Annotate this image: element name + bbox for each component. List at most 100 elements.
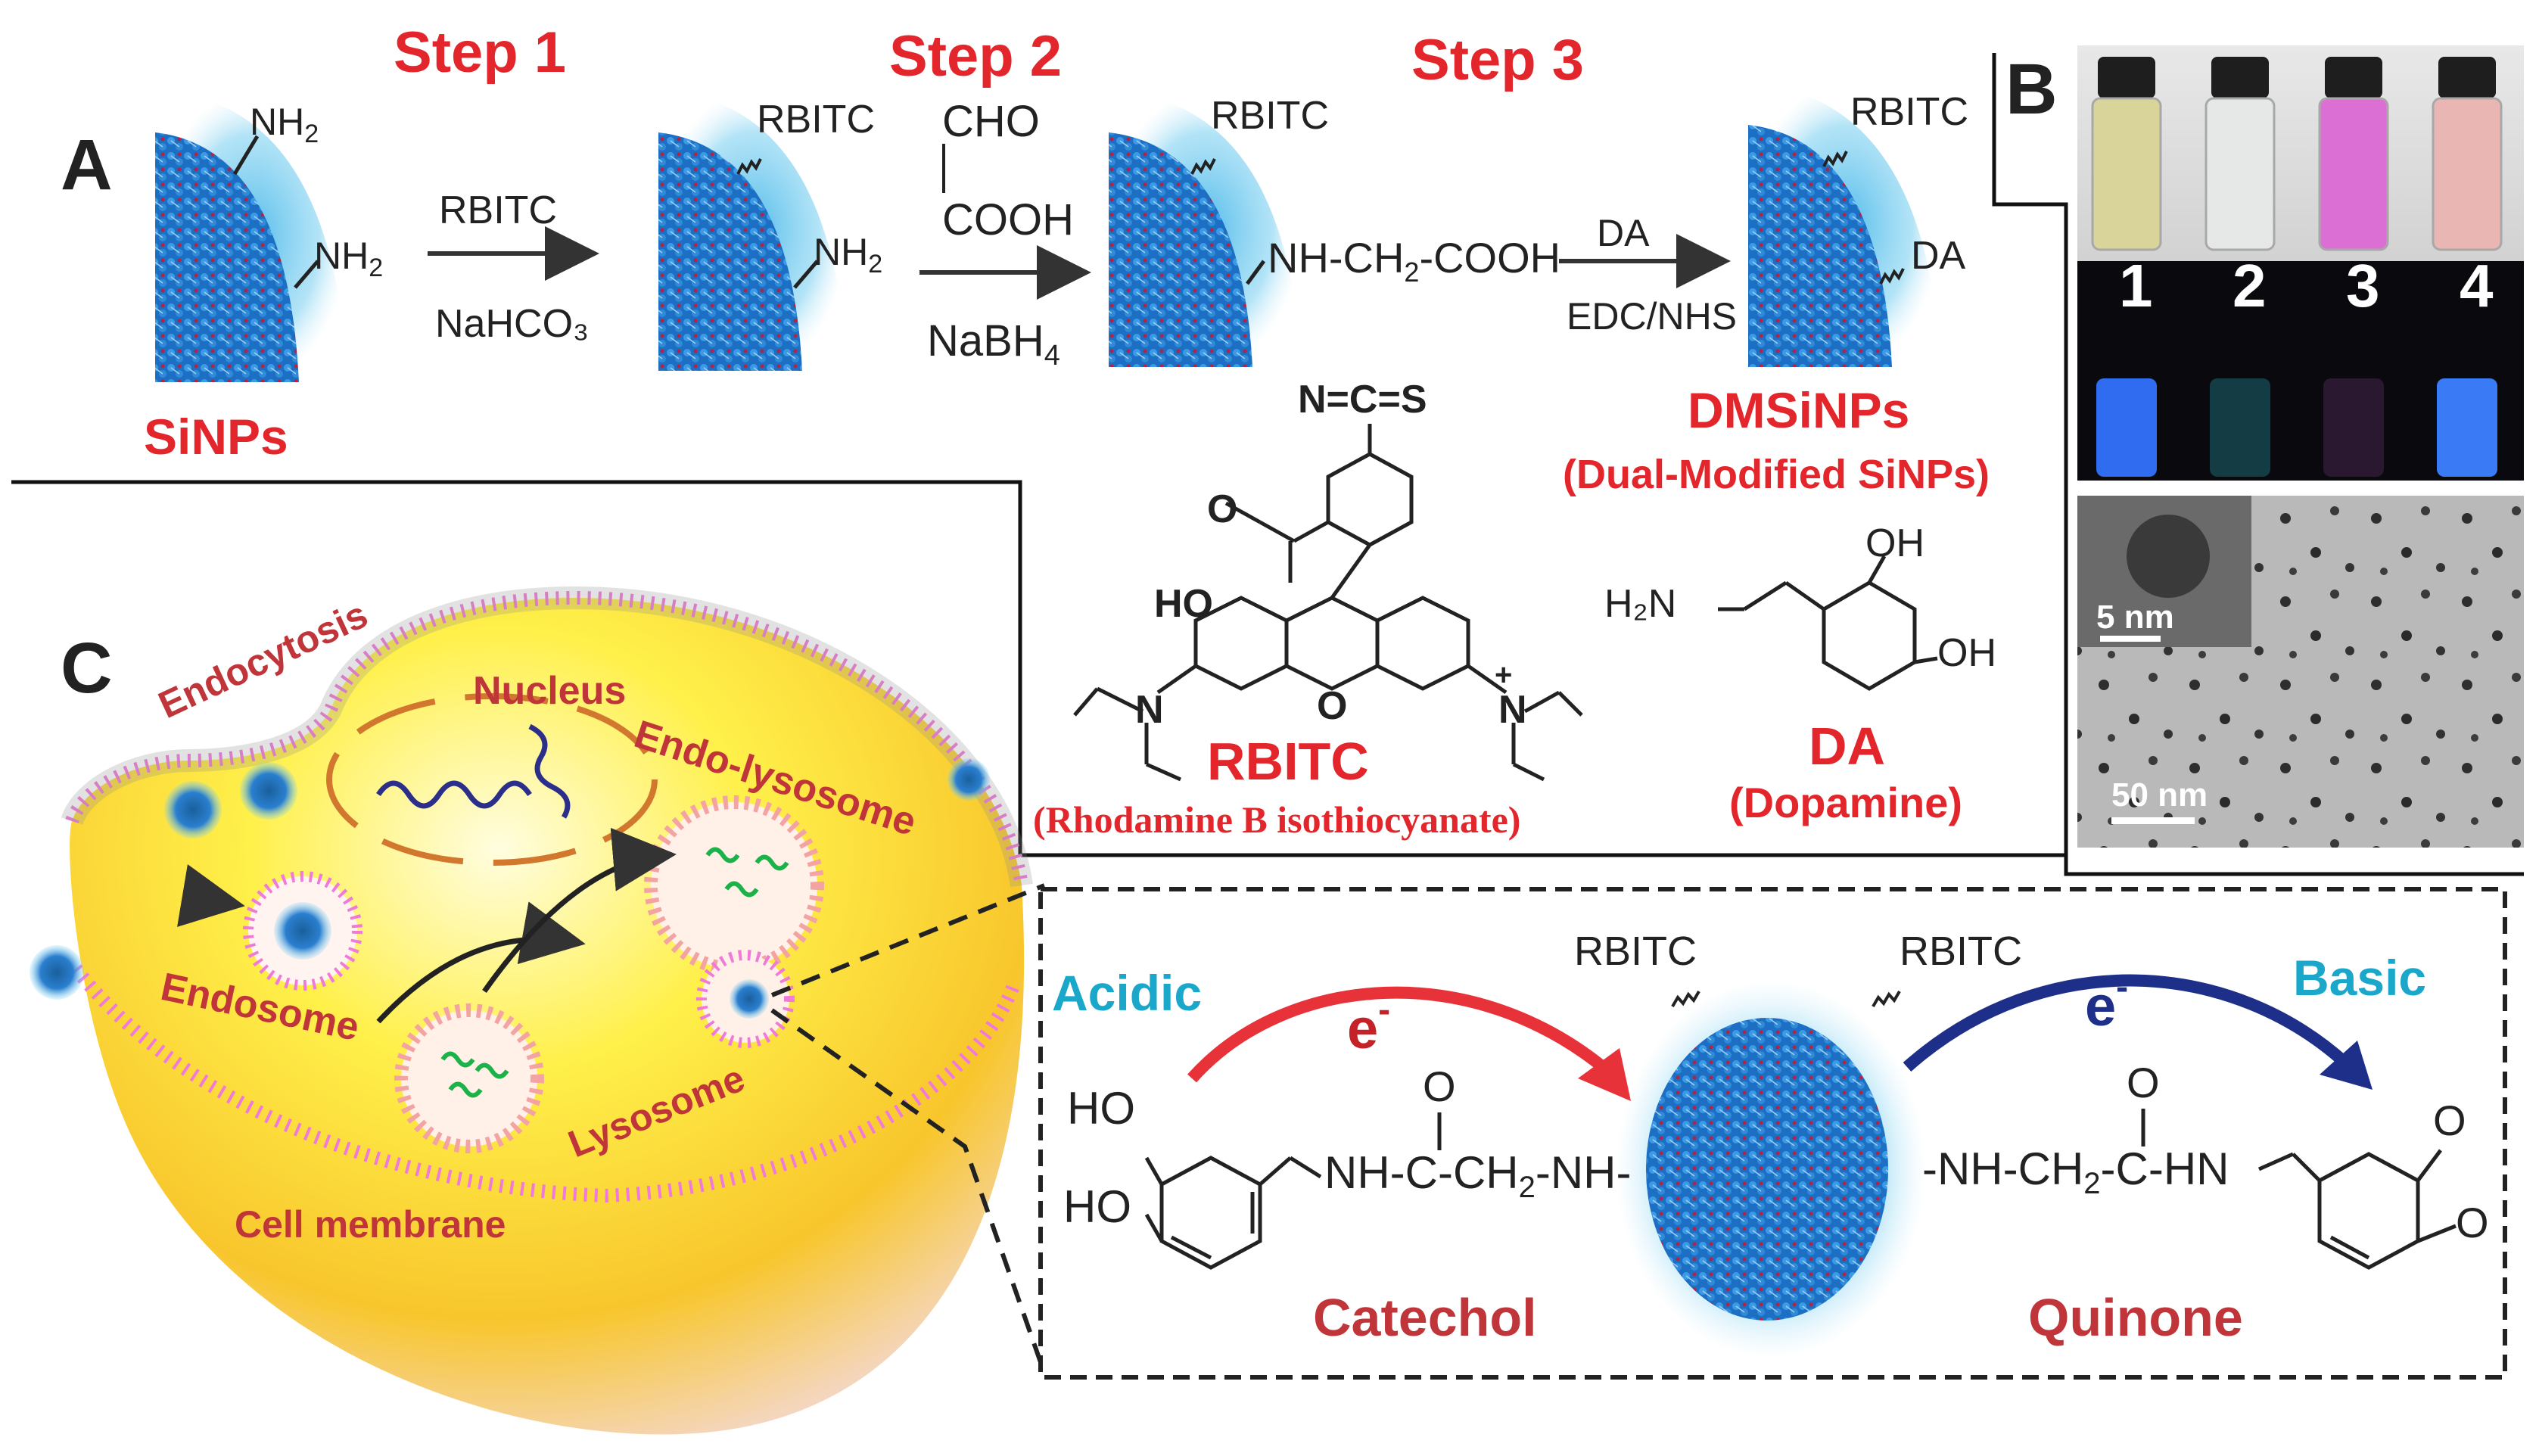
endo-lysosome-enzymes: [705, 847, 789, 898]
n-right-label: N: [1498, 688, 1527, 732]
panel-a: A Step 1 Step 2 Step 3 NH2 NH2 SiNPs RBI…: [61, 20, 1996, 841]
lysosome-to-endolysosome-arrow: [482, 828, 677, 994]
membrane-lipid-tails: [61, 586, 1033, 888]
vial-daylight-1: [2091, 97, 2162, 251]
right-linker: -NH-CH2-C-HN: [1922, 1143, 2229, 1200]
membrane-lower: [70, 964, 1021, 1203]
step-3-reagent-bottom: EDC/NHS: [1567, 295, 1737, 338]
step-2-reagent-cho: CHO: [942, 97, 1040, 146]
quinone-o-1: O: [2433, 1097, 2466, 1144]
electron-arrow-right: [1903, 974, 2354, 1072]
nanoparticle-1: [155, 91, 348, 382]
vial-uv-2: [2210, 378, 2270, 477]
vial-cap-1: [2098, 57, 2155, 98]
cell-membrane-label: Cell membrane: [235, 1203, 506, 1246]
nanoparticle-4: [1748, 83, 1941, 367]
catechol-structure: [1144, 1156, 1322, 1270]
quinone-label: Quinone: [2028, 1288, 2243, 1347]
electron-label-left: e-: [1347, 990, 1390, 1060]
nh2-label-1: NH2: [250, 101, 319, 148]
dopamine-structure: [1718, 555, 1938, 691]
rbitc-label-2: RBITC: [1211, 94, 1329, 138]
panel-a-letter: A: [61, 125, 113, 205]
h2n-label: H₂N: [1604, 582, 1676, 626]
zoom-line-top: [770, 883, 1046, 997]
endocytosis-arrow: [177, 864, 245, 927]
vials-daylight: [2091, 57, 2503, 251]
rbitc-structure-fullname: (Rhodamine B isothiocyanate): [1033, 798, 1520, 841]
step-1-reagent-bottom: NaHCO₃: [435, 302, 589, 346]
step-2-reagent-cooh: COOH: [942, 195, 1074, 244]
panel-b-letter: B: [2005, 49, 2058, 129]
n-plus-charge: +: [1495, 658, 1512, 692]
panel-c: C Endocytosis Nucleus End: [30, 586, 1046, 1435]
vial-uv-4: [2437, 378, 2497, 477]
endocytosis-particle-1: [164, 781, 222, 838]
fusion-particle: [730, 979, 769, 1019]
electron-arrow-left-head: [1578, 1048, 1631, 1101]
catechol-ho-2: HO: [1063, 1181, 1131, 1232]
rbitc-linker-left: [1671, 990, 1700, 1008]
panel-b: B 1 2 3 4 5 nm 50 nm: [2005, 45, 2524, 848]
ncs-label: N=C=S: [1298, 378, 1427, 422]
nanoparticle-2: [658, 91, 848, 371]
vial-number-2: 2: [2233, 252, 2267, 319]
step-2-label: Step 2: [889, 24, 1062, 89]
oh-label-1: OH: [1865, 521, 1924, 565]
rbitc-label-3: RBITC: [1850, 90, 1968, 134]
left-carbonyl-o: O: [1423, 1062, 1456, 1110]
oh-label-2: OH: [1937, 631, 1996, 675]
rbitc-label-1: RBITC: [757, 98, 875, 142]
nucleus-label: Nucleus: [473, 669, 626, 713]
mechanism-frame: [1038, 887, 2507, 1380]
da-label-np: DA: [1911, 234, 1966, 278]
right-carbonyl-o: O: [2127, 1059, 2160, 1106]
mech-rbitc-left: RBITC: [1574, 929, 1697, 974]
da-structure-name: DA: [1809, 717, 1885, 776]
electron-arrow-left: [1187, 986, 1616, 1083]
ho-label-rbitc: HO: [1154, 582, 1213, 626]
step-2-reagent-bottom: NaBH4: [927, 316, 1060, 372]
tem-scale-bar: [2111, 817, 2195, 824]
panel-c-letter: C: [61, 628, 113, 708]
rbitc-structure-name: RBITC: [1207, 732, 1369, 791]
endosome-to-lysosome-arrow: [376, 901, 586, 1024]
acidic-label: Acidic: [1052, 965, 1202, 1021]
carbonyl-o-label: O: [1207, 487, 1237, 531]
membrane-outer: [65, 590, 1028, 887]
rbitc-structure: [1073, 424, 1583, 782]
endosome-particle: [274, 902, 331, 960]
vial-number-3: 3: [2346, 252, 2380, 319]
vial-daylight-4: [2432, 97, 2503, 251]
vial-number-4: 4: [2460, 252, 2494, 319]
mech-rbitc-right: RBITC: [1900, 929, 2022, 974]
xanthene-o-label: O: [1317, 684, 1347, 728]
panel-dividers: [11, 53, 2524, 876]
electron-arrow-right-head: [2320, 1041, 2373, 1090]
electron-label-right: e-: [2085, 967, 2128, 1038]
rbitc-linker-right: [1872, 990, 1901, 1008]
vial-uv-3: [2323, 378, 2384, 477]
basic-label: Basic: [2293, 950, 2426, 1006]
dmsinps-label: DMSiNPs: [1688, 382, 1909, 438]
endocytosis-particle-2: [240, 762, 297, 820]
vial-number-1: 1: [2119, 252, 2153, 319]
sinps-label: SiNPs: [144, 409, 288, 465]
n-left-label: N: [1135, 688, 1164, 732]
nanoparticle-3: [1109, 91, 1302, 367]
step-3-label: Step 3: [1411, 28, 1584, 92]
left-linker: NH-C-CH2-NH-: [1324, 1147, 1632, 1204]
step-1-label: Step 1: [394, 20, 566, 85]
vial-uv-1: [2096, 378, 2157, 477]
vial-daylight-3: [2318, 97, 2389, 251]
quinone-o-2: O: [2456, 1199, 2489, 1246]
vial-cap-3: [2325, 57, 2382, 98]
quinone-structure: [2257, 1149, 2457, 1270]
nh2-label-3: NH2: [814, 231, 882, 278]
catechol-label: Catechol: [1313, 1288, 1537, 1347]
extracellular-particle: [30, 945, 84, 1000]
mechanism-box: Acidic Basic e- e- RBITC RBITC HO HO NH-…: [1038, 887, 2507, 1380]
tem-scale-label: 50 nm: [2111, 776, 2208, 814]
tem-inset-scale-label: 5 nm: [2096, 599, 2174, 636]
